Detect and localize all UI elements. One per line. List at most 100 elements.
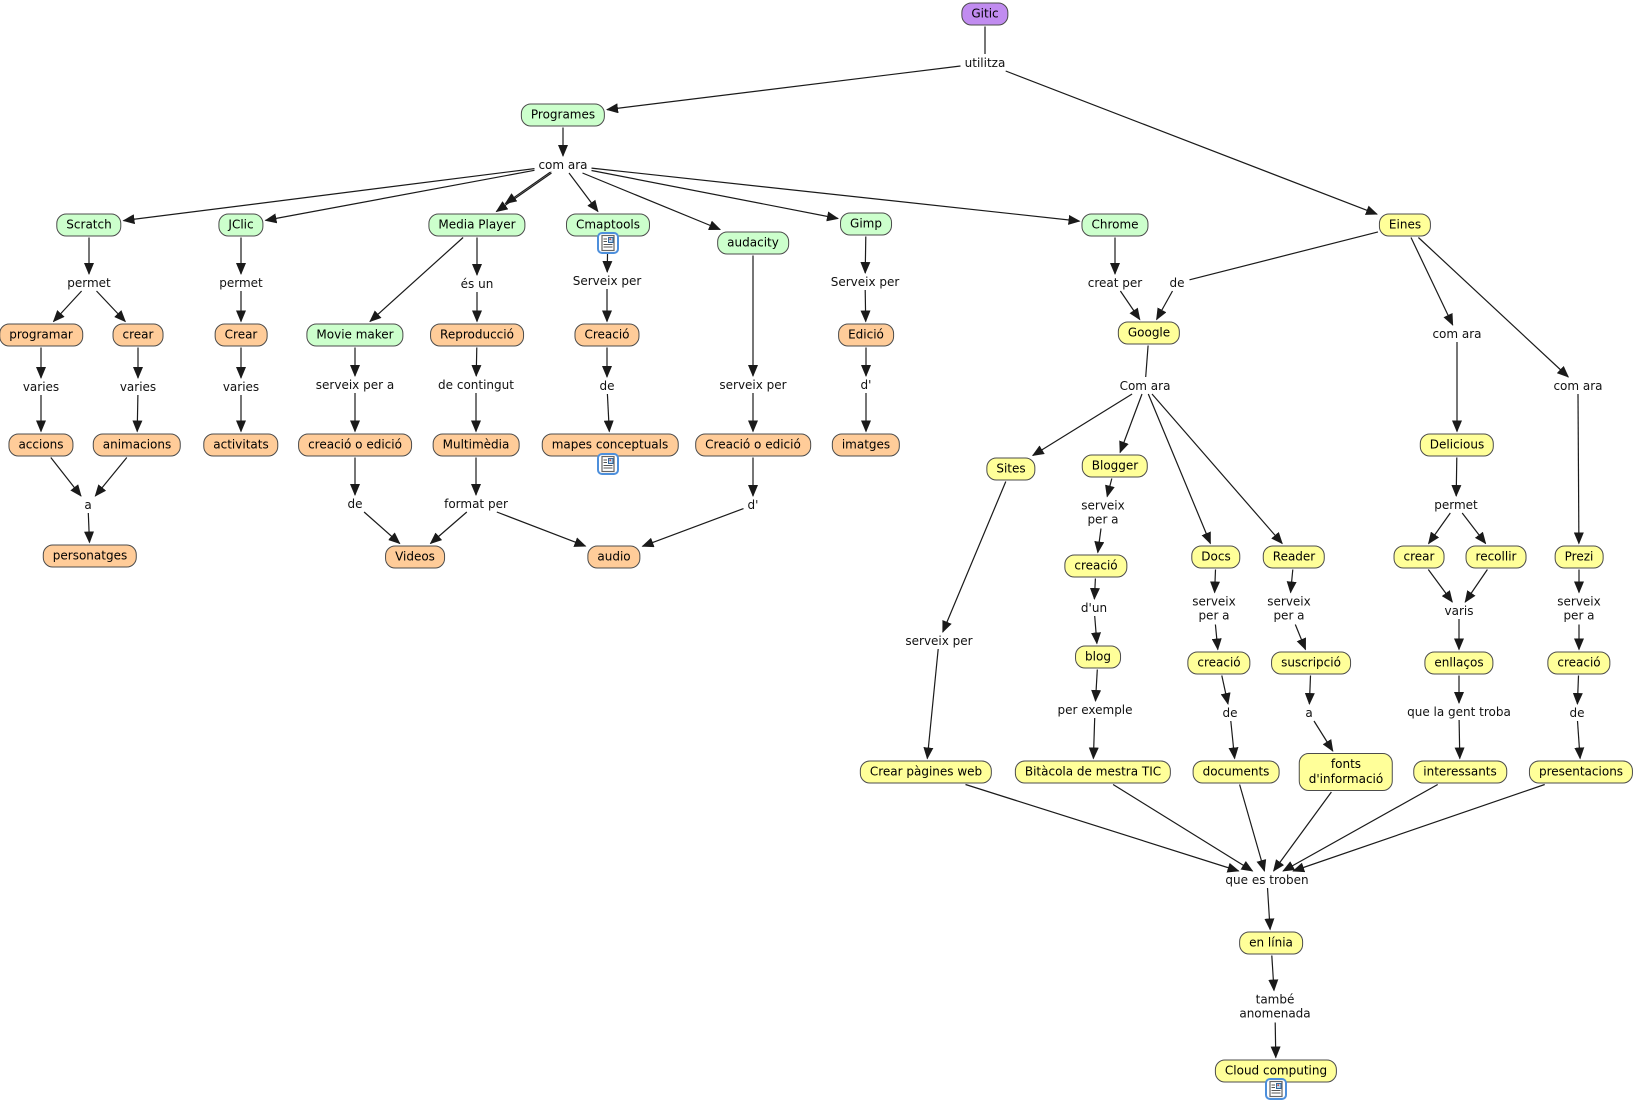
concept-node-interessants[interactable]: interessants [1413,760,1507,784]
concept-node-imatges[interactable]: imatges [831,433,901,457]
concept-node-videos[interactable]: Videos [385,545,445,569]
linking-phrase-com-ara-programes[interactable]: com ara [535,157,591,173]
linking-phrase-varies-jclic[interactable]: varies [219,379,263,395]
linking-phrase-serveix-per-audacity[interactable]: serveix per [716,377,790,393]
concept-node-recollir[interactable]: recollir [1465,545,1527,569]
linking-phrase-d-edicio[interactable]: d' [857,377,875,393]
edge-bitacola-to-que-es-troben [1112,783,1254,872]
linking-phrase-tambe-anomenada[interactable]: també anomenada [1236,992,1314,1022]
linking-phrase-es-un[interactable]: és un [457,276,497,292]
concept-node-creacio-prezi[interactable]: creació [1547,651,1611,675]
concept-node-cloud-computing[interactable]: Cloud computing [1214,1059,1338,1083]
linking-phrase-varies-programar[interactable]: varies [19,379,63,395]
concept-node-chrome[interactable]: Chrome [1081,213,1149,237]
concept-node-suscripcio[interactable]: suscripció [1271,651,1351,675]
edge-reproduccio-to-de-contingut [471,347,482,377]
concept-node-google[interactable]: Google [1117,321,1181,345]
concept-node-docs[interactable]: Docs [1191,545,1241,569]
linking-phrase-serveix-per-sites[interactable]: serveix per [902,633,976,649]
concept-node-creacio-o-edicio-audacity[interactable]: Creació o edició [695,433,811,457]
linking-phrase-de-eines-google[interactable]: de [1166,275,1188,291]
concept-node-accions[interactable]: accions [8,433,74,457]
concept-node-personatges[interactable]: personatges [42,544,138,568]
linking-phrase-format-per[interactable]: format per [441,496,511,512]
concept-node-bitacola[interactable]: Bitàcola de mestra TIC [1014,760,1172,784]
concept-node-animacions[interactable]: animacions [92,433,182,457]
edge-com-ara-google-to-docs [1147,393,1211,545]
linking-phrase-que-es-troben[interactable]: que es troben [1222,872,1312,888]
concept-node-fonts-dinformacio[interactable]: fonts d'informació [1298,753,1394,791]
concept-node-gimp[interactable]: Gimp [840,212,892,236]
linking-phrase-permet-scratch[interactable]: permet [64,275,114,291]
concept-node-creacio-cmaptools[interactable]: Creació [574,323,640,347]
edge-presentacions-to-que-es-troben [1292,783,1545,873]
edge-blog-to-per-exemple [1091,669,1102,702]
linking-phrase-serveix-per-a-blogger[interactable]: serveix per a [1078,498,1128,528]
concept-node-en-linia[interactable]: en línia [1239,931,1303,955]
linking-phrase-com-ara-google[interactable]: Com ara [1116,378,1174,394]
linking-phrase-creat-per[interactable]: creat per [1084,275,1146,291]
resource-icon[interactable] [597,232,619,254]
resource-icon[interactable] [1265,1078,1287,1100]
concept-node-enllacos[interactable]: enllaços [1424,651,1494,675]
linking-phrase-de-creacio-cmaptools[interactable]: de [596,378,618,394]
concept-node-audacity[interactable]: audacity [717,231,789,255]
concept-node-activitats[interactable]: activitats [203,433,279,457]
linking-phrase-utilitza[interactable]: utilitza [961,55,1009,71]
concept-node-programar[interactable]: programar [0,323,83,347]
concept-node-crear-pagines-web[interactable]: Crear pàgines web [859,760,993,784]
linking-phrase-que-la-gent-troba[interactable]: que la gent troba [1404,704,1514,720]
linking-phrase-permet-jclic[interactable]: permet [216,275,266,291]
linking-phrase-varies-crear[interactable]: varies [116,379,160,395]
concept-node-multimedia[interactable]: Multimèdia [432,433,520,457]
concept-node-gitic[interactable]: Gitic [961,2,1009,26]
linking-phrase-d-audacity[interactable]: d' [744,497,762,513]
concept-node-programes[interactable]: Programes [520,103,606,127]
concept-node-presentacions[interactable]: presentacions [1528,760,1634,784]
concept-node-reader[interactable]: Reader [1262,545,1326,569]
linking-phrase-per-exemple[interactable]: per exemple [1054,702,1136,718]
concept-node-reproduccio[interactable]: Reproducció [430,323,524,347]
concept-node-scratch[interactable]: Scratch [56,213,122,237]
edge-interessants-to-que-es-troben [1282,783,1438,872]
concept-node-crear-jclic[interactable]: Crear [214,323,268,347]
linking-phrase-serveix-per-a-moviemaker[interactable]: serveix per a [312,377,398,393]
concept-node-creacio-blogger[interactable]: creació [1064,554,1128,578]
concept-node-crear-scratch[interactable]: crear [112,323,164,347]
linking-phrase-a-reader[interactable]: a [1302,705,1316,721]
concept-node-media-player[interactable]: Media Player [428,213,526,237]
concept-node-delicious[interactable]: Delicious [1419,433,1495,457]
concept-node-crear-delicious[interactable]: crear [1393,545,1445,569]
edge-eines-to-com-ara-eines-prezi [1417,237,1570,378]
linking-phrase-permet-delicious[interactable]: permet [1431,497,1481,513]
concept-node-blogger[interactable]: Blogger [1081,454,1149,478]
linking-phrase-de-contingut[interactable]: de contingut [435,377,517,393]
concept-node-blog[interactable]: blog [1075,645,1121,669]
linking-phrase-com-ara-eines-delicious[interactable]: com ara [1429,326,1485,342]
concept-node-movie-maker[interactable]: Movie maker [306,323,404,347]
concept-node-edicio[interactable]: Edició [838,323,894,347]
linking-phrase-a-scratch[interactable]: a [81,497,95,513]
concept-node-creacio-o-edicio-moviemaker[interactable]: creació o edició [298,433,412,457]
concept-node-eines[interactable]: Eines [1378,213,1432,237]
concept-node-creacio-docs[interactable]: creació [1187,651,1251,675]
linking-phrase-d-un[interactable]: d'un [1077,600,1111,616]
resource-icon[interactable] [597,453,619,475]
linking-phrase-serveix-per-a-prezi[interactable]: serveix per a [1550,594,1608,624]
concept-node-cmaptools[interactable]: Cmaptools [565,213,651,237]
linking-phrase-de-docs[interactable]: de [1219,705,1241,721]
concept-node-prezi[interactable]: Prezi [1554,545,1604,569]
linking-phrase-serveix-per-cmaptools[interactable]: Serveix per [569,273,645,289]
concept-node-sites[interactable]: Sites [986,457,1036,481]
linking-phrase-de-prezi[interactable]: de [1566,705,1588,721]
linking-phrase-serveix-per-gimp[interactable]: Serveix per [827,274,903,290]
concept-node-mapes-conceptuals[interactable]: mapes conceptuals [541,433,679,457]
concept-node-documents[interactable]: documents [1192,760,1280,784]
linking-phrase-serveix-per-a-docs[interactable]: serveix per a [1189,594,1239,624]
linking-phrase-serveix-per-a-reader[interactable]: serveix per a [1264,594,1314,624]
linking-phrase-com-ara-eines-prezi[interactable]: com ara [1550,378,1606,394]
concept-node-audio[interactable]: audio [587,545,641,569]
linking-phrase-varis[interactable]: varis [1441,603,1477,619]
concept-node-jclic[interactable]: JClic [218,213,264,237]
linking-phrase-de-moviemaker[interactable]: de [344,496,366,512]
